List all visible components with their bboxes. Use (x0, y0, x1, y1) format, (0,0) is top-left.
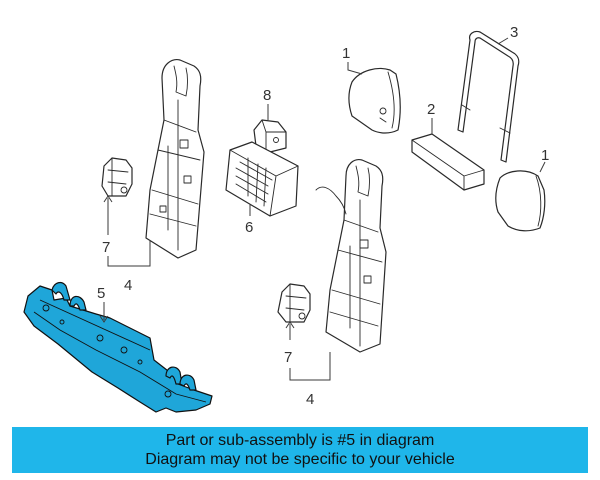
callout-8: 8 (263, 87, 271, 104)
seat-back-cover-lower[interactable] (495, 170, 546, 232)
leader-4-right (289, 352, 331, 381)
callout-2: 2 (427, 101, 435, 118)
leader-7-left-arrow (103, 195, 113, 203)
latch-right-part[interactable] (277, 283, 311, 323)
latch-left-part[interactable] (101, 157, 133, 197)
highlighted-crossmember-part[interactable] (23, 281, 213, 413)
callout-3: 3 (510, 24, 518, 41)
parts-diagram: 3 1 2 1 8 6 (23, 24, 549, 413)
leader-1-lower (539, 161, 546, 173)
banner-line-1: Part or sub-assembly is #5 in diagram (165, 432, 435, 449)
callout-4-left: 4 (124, 277, 132, 294)
leader-7-right-arrow (285, 321, 295, 329)
leader-4-left (107, 240, 151, 267)
callout-4-right: 4 (306, 391, 314, 408)
callout-6: 6 (245, 219, 253, 236)
callout-1-upper: 1 (342, 45, 350, 62)
leader-5-arrow (99, 315, 109, 323)
frame-right-part[interactable] (315, 159, 387, 353)
banner-line-2: Diagram may not be specific to your vehi… (145, 451, 455, 468)
callout-1-lower: 1 (541, 147, 549, 164)
callout-5: 5 (97, 285, 105, 302)
callout-7-left: 7 (102, 239, 110, 256)
hinge-box-part[interactable] (225, 141, 299, 217)
headrest-frame-part[interactable] (457, 30, 520, 163)
seat-back-cover-upper[interactable] (348, 67, 401, 134)
info-banner: Part or sub-assembly is #5 in diagram Di… (12, 427, 588, 473)
bracket-part[interactable] (411, 133, 485, 191)
callout-7-right: 7 (284, 349, 292, 366)
leader-3 (497, 37, 509, 45)
frame-left-part[interactable] (145, 59, 205, 259)
leader-1-upper (347, 62, 363, 75)
